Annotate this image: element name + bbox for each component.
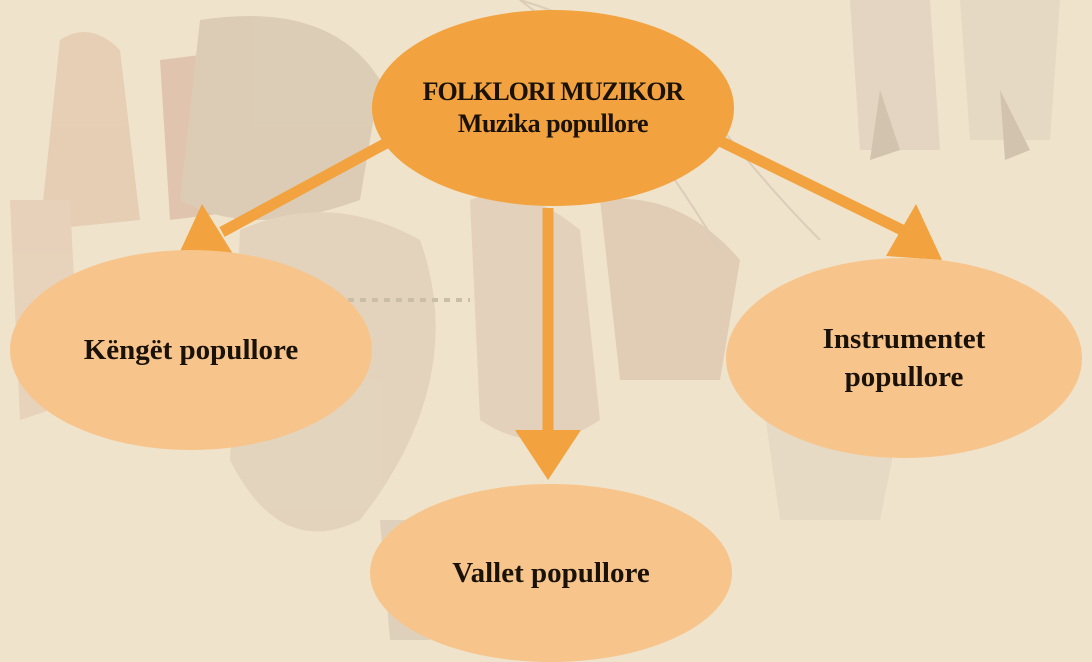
- right-node-label-line1: Instrumentet: [822, 323, 986, 355]
- left-node-label: Këngët popullore: [83, 333, 299, 366]
- left-node: Këngët popullore: [10, 250, 372, 450]
- bottom-node: Vallet popullore: [370, 484, 732, 662]
- bottom-node-label: Vallet popullore: [452, 556, 650, 589]
- center-node: FOLKLORI MUZIKOR Muzika popullore: [372, 10, 734, 206]
- center-node-subtitle: Muzika popullore: [457, 109, 649, 138]
- center-node-title: FOLKLORI MUZIKOR: [422, 77, 685, 106]
- right-node-label-line2: popullore: [844, 361, 964, 393]
- right-node: Instrumentet popullore: [726, 258, 1082, 458]
